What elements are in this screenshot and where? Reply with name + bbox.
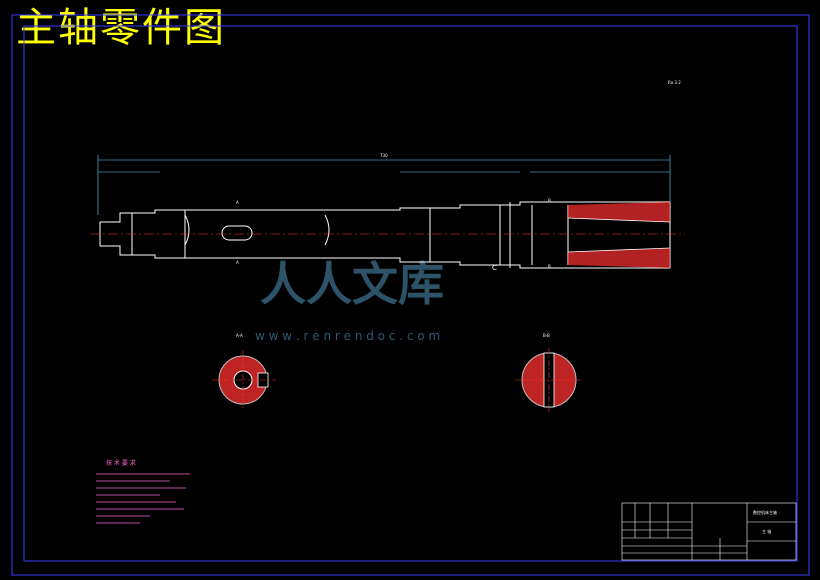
shaft-outline bbox=[99, 201, 671, 269]
section-title-aa: A-A bbox=[236, 333, 243, 338]
section-mark-a-top: A bbox=[236, 200, 239, 205]
roughness-note: Ra 3.2 bbox=[668, 80, 681, 85]
section-mark-a-bottom: A bbox=[236, 260, 239, 265]
watermark-brand: 人人文库 bbox=[260, 257, 444, 311]
section-mark-b-top: B bbox=[548, 198, 551, 203]
title-block-part-name: 主 轴 bbox=[762, 528, 771, 534]
outer-frame bbox=[11, 14, 810, 576]
inner-frame bbox=[23, 25, 798, 562]
tech-requirements-lines bbox=[96, 473, 190, 524]
section-view-aa bbox=[212, 350, 276, 410]
watermark-url: w w w . r e n r e n d o c . c o m bbox=[255, 329, 440, 343]
tech-requirements-title: 技 术 要 求 bbox=[106, 459, 136, 467]
section-mark-b-bottom: B bbox=[548, 264, 551, 269]
title-block bbox=[621, 502, 797, 561]
drawing-title: 主轴零件图 bbox=[16, 5, 226, 51]
section-mark-c: C bbox=[492, 264, 497, 272]
section-title-bb: B-B bbox=[543, 333, 550, 338]
tapered-bore-section bbox=[567, 202, 671, 268]
title-block-institution: 数控机床主轴 bbox=[753, 509, 777, 515]
overall-length-label: 730 bbox=[380, 153, 388, 158]
section-view-bb bbox=[515, 348, 583, 412]
